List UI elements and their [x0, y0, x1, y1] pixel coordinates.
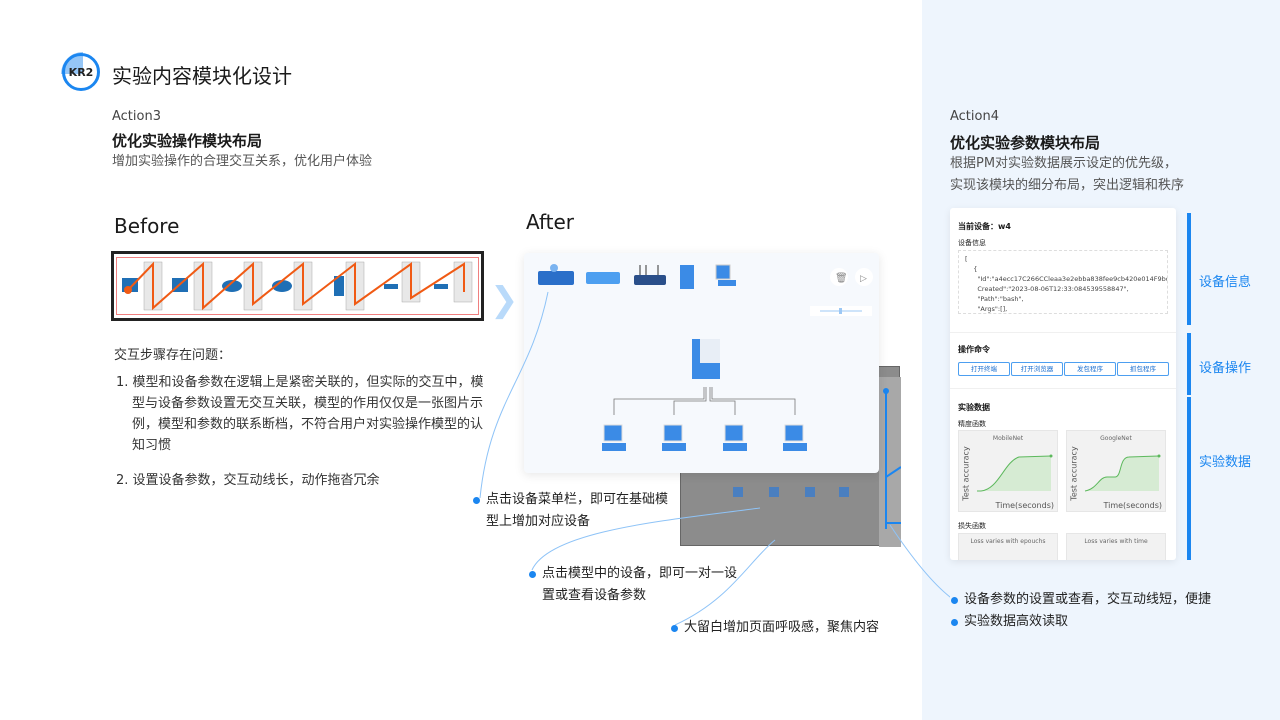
after-label: After: [526, 210, 575, 234]
section-label-data: 实验数据: [1199, 455, 1252, 470]
callout-whitespace: 大留白增加页面呼吸感，聚焦内容: [671, 617, 879, 639]
callout-params: 设备参数的设置或查看，交互动线短，便捷: [951, 589, 1211, 611]
before-label: Before: [114, 214, 180, 238]
overlay-flow: [733, 377, 902, 547]
action4-title: 优化实验参数模块布局: [950, 134, 1101, 152]
send-packet-button[interactable]: 发包程序: [1064, 362, 1116, 376]
x-axis-label: Time(seconds): [995, 501, 1054, 510]
switch-device-icon: [586, 272, 620, 284]
play-icon: [855, 268, 873, 286]
section-bar-info: [1187, 213, 1191, 325]
mobilenet-chart: MobileNet Test accuracy Time(seconds): [958, 430, 1058, 512]
device-menu-bar: [538, 264, 736, 289]
page-title: 实验内容模块化设计: [112, 64, 292, 88]
accuracy-title: 精度函数: [958, 420, 986, 428]
section-label-ops: 设备操作: [1199, 361, 1252, 376]
ops-title: 操作命令: [958, 345, 990, 354]
after-canvas[interactable]: 🗑 ▷: [524, 253, 879, 473]
action3-title: 优化实验操作模块布局: [112, 132, 263, 150]
before-screenshot: [111, 251, 484, 321]
bullet-dot: [671, 625, 678, 632]
bullet-dot: [951, 619, 958, 626]
callout-device-menu: 点击设备菜单栏，即可在基础模型上增加对应设备: [473, 489, 676, 533]
before-flow-lines: [122, 261, 473, 311]
issue-item-1: 1. 模型和设备参数在逻辑上是紧密关联的，但实际的交互中，模型与设备参数设置无交…: [116, 375, 484, 453]
action3-label: Action3: [112, 109, 161, 124]
x-axis-label: Time(seconds): [1103, 501, 1162, 510]
data-title: 实验数据: [958, 403, 990, 412]
kr2-logo: KR2: [61, 52, 100, 91]
topology-diagram: 🗑 ▷: [538, 264, 873, 451]
googlenet-chart: GoogleNet Test accuracy Time(seconds): [1066, 430, 1166, 512]
delete-icon: [830, 268, 848, 286]
mobilenet-curve: [977, 454, 1053, 492]
pc-device-icon: [715, 264, 731, 280]
y-axis-label: Test accuracy: [961, 446, 971, 501]
callout-device-click: 点击模型中的设备，即可一对一设置或查看设备参数: [529, 563, 737, 607]
pc-nodes: [602, 424, 807, 451]
ops-buttons: 打开终端打开浏览器发包程序抓包程序: [958, 362, 1176, 376]
y-axis-label: Test accuracy: [1069, 446, 1079, 501]
loss-title: 损失函数: [958, 522, 986, 530]
action4-desc-2: 实现该模块的细分布局，突出逻辑和秩序: [950, 178, 1185, 193]
chart-title: GoogleNet: [1100, 435, 1132, 442]
open-browser-button[interactable]: 打开浏览器: [1011, 362, 1063, 376]
current-device: 当前设备：w4: [958, 222, 1011, 231]
open-terminal-button[interactable]: 打开终端: [958, 362, 1010, 376]
svg-text:🗑: 🗑: [835, 272, 848, 284]
callout-connector-lines: [479, 291, 950, 626]
loss-time-chart: Loss varies with time: [1066, 533, 1166, 560]
device-info-json[interactable]: [ { "Id":"a4ecc17C266CCleaa3e2ebba838fee…: [958, 250, 1168, 314]
issues-title: 交互步骤存在问题：: [114, 348, 232, 363]
server-device-icon: [680, 265, 694, 289]
loss-epochs-chart: Loss varies with epouchs: [958, 533, 1058, 560]
section-bar-data: [1187, 397, 1191, 560]
router-device-icon: [634, 275, 666, 285]
device-parameter-panel: 当前设备：w4 设备信息 [ { "Id":"a4ecc17C266CCleaa…: [950, 208, 1176, 560]
arrow-right-icon: ❯: [490, 280, 519, 320]
action4-desc-1: 根据PM对实验数据展示设定的优先级，: [950, 156, 1178, 171]
firewall-device-icon: [538, 271, 574, 285]
section-label-info: 设备信息: [1199, 275, 1252, 290]
callout-data-read: 实验数据高效读取: [951, 611, 1068, 633]
chart-title: MobileNet: [992, 435, 1024, 442]
bullet-dot: [951, 597, 958, 604]
bullet-dot: [529, 571, 536, 578]
googlenet-curve: [1084, 454, 1161, 492]
bullet-dot: [473, 497, 480, 504]
action4-label: Action4: [950, 109, 999, 124]
capture-packet-button[interactable]: 抓包程序: [1117, 362, 1169, 376]
svg-text:▷: ▷: [860, 274, 867, 284]
issue-item-2: 2. 设置设备参数，交互动线长，动作拖沓冗余: [116, 473, 380, 488]
section-bar-ops: [1187, 333, 1191, 395]
device-info-title: 设备信息: [958, 239, 986, 247]
action3-desc: 增加实验操作的合理交互关系，优化用户体验: [112, 154, 373, 169]
